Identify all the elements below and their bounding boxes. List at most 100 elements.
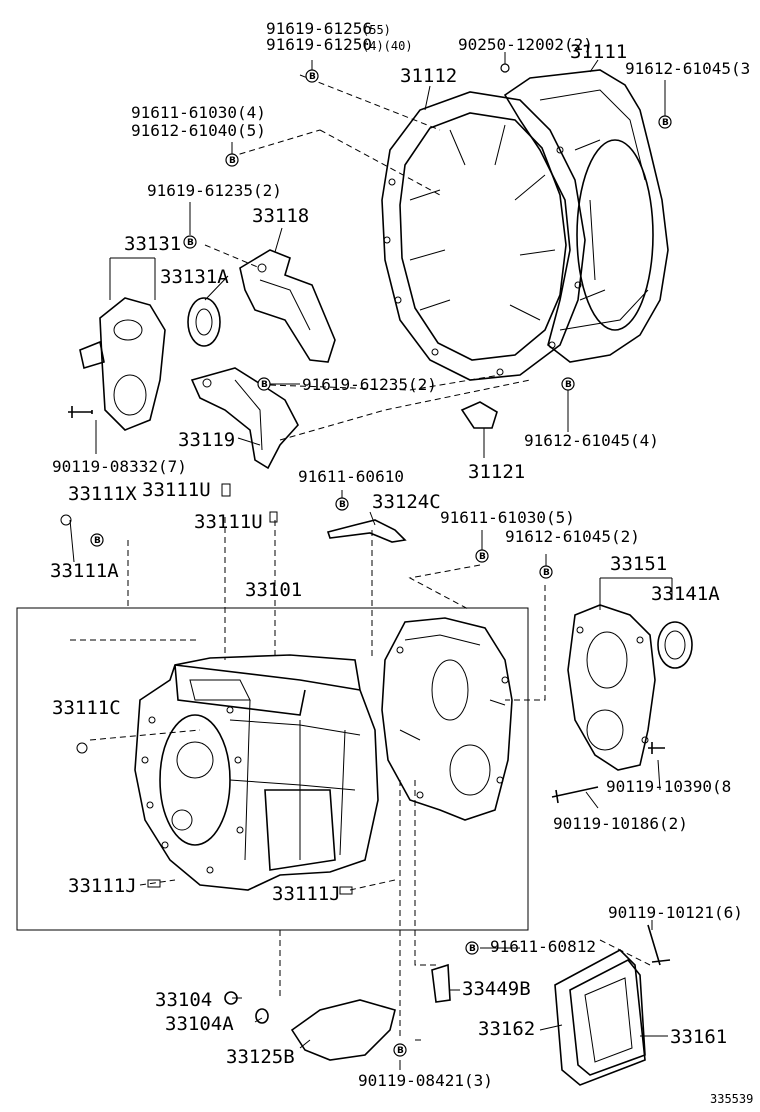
bolt-90119-10390: [648, 742, 665, 754]
label-91611-61030-4: 91611-61030(4): [131, 103, 266, 122]
label-91619-61250-qty: (4)(40): [362, 39, 413, 53]
washer-33104a: [255, 1008, 269, 1024]
bolt-marker-5: B: [257, 377, 271, 391]
label-33111j-b: 33111J: [272, 883, 341, 905]
label-91619-61250: 91619-61250: [266, 35, 372, 54]
label-31121: 31121: [468, 461, 525, 483]
label-33118: 33118: [252, 205, 309, 227]
label-33131: 33131: [124, 233, 181, 255]
label-91619-61256-qty: (55): [362, 23, 391, 37]
label-90119-10121: 90119-10121(6): [608, 903, 743, 922]
svg-text:B: B: [94, 536, 101, 546]
plug-33111c: [76, 742, 88, 754]
label-33161: 33161: [670, 1026, 727, 1048]
bolt-marker-9: B: [539, 565, 553, 579]
cover-33125b: [290, 999, 396, 1061]
bolt-marker-2: B: [658, 115, 672, 129]
plug-33111u-b: [269, 511, 278, 523]
label-33101: 33101: [245, 579, 302, 601]
label-91612-61045-2: 91612-61045(2): [505, 527, 640, 546]
label-91611-61030-5: 91611-61030(5): [440, 508, 575, 527]
reference-lines: [70, 74, 651, 1041]
label-33131a: 33131A: [160, 266, 229, 288]
bolt-90119-10121: [647, 924, 671, 966]
bolt-marker-12: B: [393, 1043, 407, 1057]
diagram-id: 335539: [710, 1092, 753, 1106]
label-33111x: 33111X: [68, 483, 137, 505]
svg-text:B: B: [543, 568, 550, 578]
label-33111u-a: 33111U: [142, 479, 211, 501]
label-33119: 33119: [178, 429, 235, 451]
bolt-marker-8: B: [475, 549, 489, 563]
bolt-marker-10: B: [90, 533, 104, 547]
bolt-marker-4: B: [183, 235, 197, 249]
oil-seal-33141a: [657, 621, 693, 669]
bearing-retainer-33131: [79, 297, 166, 431]
label-90250-12002: 90250-12002(2): [458, 35, 593, 54]
svg-text:B: B: [229, 156, 236, 166]
label-33111c: 33111C: [52, 697, 121, 719]
bolt-marker-3: B: [225, 153, 239, 167]
label-33104: 33104: [155, 989, 212, 1011]
label-33151: 33151: [610, 553, 667, 575]
label-90119-10186: 90119-10186(2): [553, 814, 688, 833]
label-31112: 31112: [400, 65, 457, 87]
pin-33111j-b: [339, 886, 353, 895]
extension-housing-31111: [503, 69, 669, 363]
label-91612-61045-3: 91612-61045(3: [625, 59, 750, 78]
label-90119-08421: 90119-08421(3): [358, 1071, 493, 1090]
bracket-33119: [190, 367, 299, 470]
intermediate-case-plate: [381, 617, 513, 821]
bolt-marker-6: B: [561, 377, 575, 391]
svg-text:B: B: [261, 380, 268, 390]
assembly-box-33101: [16, 607, 529, 931]
label-90119-08332: 90119-08332(7): [52, 457, 187, 476]
svg-text:B: B: [565, 380, 572, 390]
label-90119-10390: 90119-10390(8: [606, 777, 731, 796]
label-33125b: 33125B: [226, 1046, 295, 1068]
label-91611-60812: 91611-60812: [490, 937, 596, 956]
label-91619-61235-2a: 91619-61235(2): [147, 181, 282, 200]
bracket-33118: [239, 249, 336, 363]
svg-text:B: B: [469, 944, 476, 954]
label-91612-61040-5: 91612-61040(5): [131, 121, 266, 140]
label-91619-61256: 91619-61256: [266, 19, 372, 38]
label-33104a: 33104A: [165, 1013, 234, 1035]
bolt-90119-10186: [551, 786, 599, 804]
label-33111j-a: 33111J: [68, 875, 137, 897]
cover-33161: [569, 958, 646, 1076]
clip-33449b: [431, 963, 451, 1003]
cover-31121: [460, 401, 498, 429]
label-31111: 31111: [570, 41, 627, 63]
gasket-33162: [554, 949, 646, 1086]
label-33111u-b: 33111U: [194, 511, 263, 533]
label-91611-60610: 91611-60610: [298, 467, 404, 486]
svg-text:B: B: [309, 72, 316, 82]
bolt-marker-13: [500, 63, 510, 73]
oil-seal-33131a: [187, 297, 221, 347]
label-33141a: 33141A: [651, 583, 720, 605]
plug-33111x: [60, 514, 72, 526]
svg-text:B: B: [662, 118, 669, 128]
label-33449b: 33449B: [462, 978, 531, 1000]
svg-text:B: B: [479, 552, 486, 562]
transmission-case-33101: [134, 654, 379, 891]
rear-housing-33151: [567, 604, 656, 771]
pin-33111j-a: [147, 879, 161, 888]
svg-text:B: B: [397, 1046, 404, 1056]
clutch-housing-31112: [381, 91, 586, 381]
label-91619-61235-2b: 91619-61235(2): [302, 375, 437, 394]
bolt-marker-11: B: [465, 941, 479, 955]
label-33162: 33162: [478, 1018, 535, 1040]
bolt-marker-1: B: [305, 69, 319, 83]
plug-33111u-a: [221, 483, 231, 497]
bolt-marker-7: B: [335, 497, 349, 511]
leader-lines: [69, 52, 673, 1070]
label-33124c: 33124C: [372, 491, 441, 513]
svg-text:B: B: [339, 500, 346, 510]
lever-33124c: [326, 519, 407, 543]
label-33111a: 33111A: [50, 560, 119, 582]
svg-text:B: B: [187, 238, 194, 248]
bolt-90119-08332: [68, 406, 93, 418]
